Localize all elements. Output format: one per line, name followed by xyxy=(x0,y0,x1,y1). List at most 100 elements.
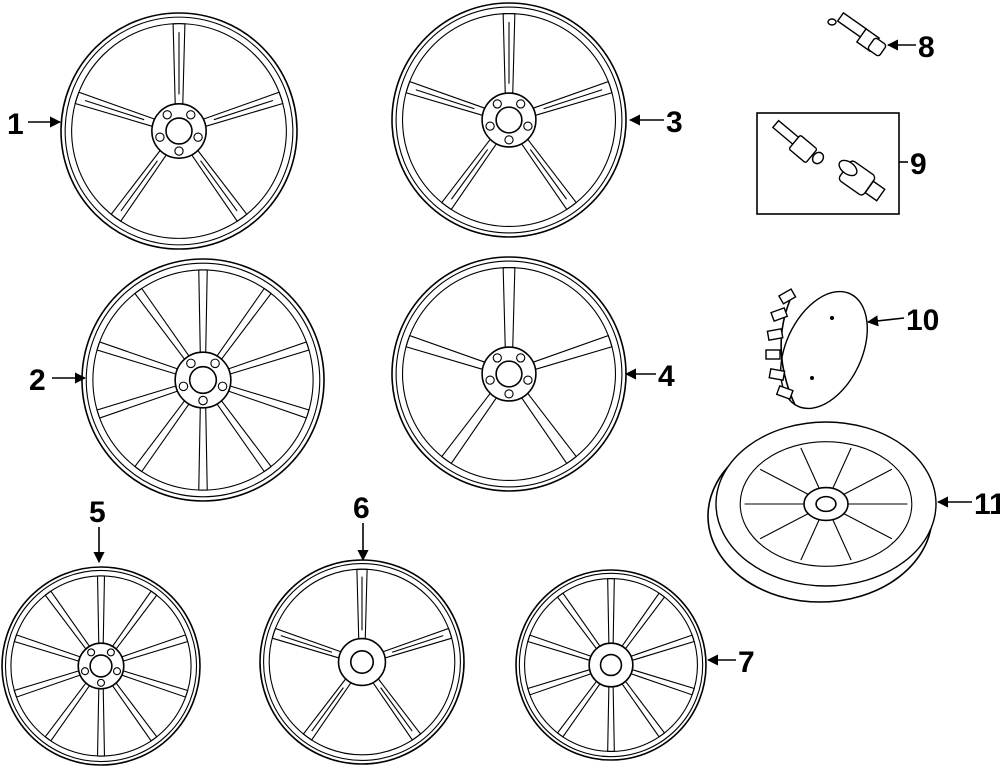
wheel-2[interactable] xyxy=(81,258,325,502)
lug-hole xyxy=(193,132,203,142)
wheel-spoke xyxy=(228,341,310,375)
wheel-spoke xyxy=(441,393,497,465)
wheel-hub xyxy=(803,486,849,522)
wheel-spoke xyxy=(405,80,486,116)
wheel-spoke xyxy=(203,91,284,127)
lug-hole xyxy=(485,121,495,131)
wheel-3[interactable] xyxy=(391,2,627,238)
lug-hole xyxy=(96,678,106,687)
wheel-spoke xyxy=(112,682,158,742)
center-cap[interactable] xyxy=(763,278,884,423)
lug-hole xyxy=(162,110,172,120)
wheel-spoke xyxy=(832,447,852,489)
lug-hole xyxy=(186,110,196,120)
callout-5: 5 xyxy=(89,496,106,529)
wheel-spoke xyxy=(96,341,178,375)
wheel-spoke xyxy=(112,590,158,650)
wheel-hub xyxy=(588,642,634,688)
wheel-spoke xyxy=(134,400,190,473)
wheel-spoke xyxy=(800,447,820,489)
wheel-hub xyxy=(77,642,125,690)
wheel-spoke xyxy=(630,634,695,661)
callout-7: 7 xyxy=(738,646,755,679)
wheel-spoke xyxy=(372,678,422,741)
wheel-hub xyxy=(481,92,537,148)
wheel-spoke xyxy=(228,385,310,419)
wheel-1[interactable] xyxy=(60,12,298,250)
wheel-spoke xyxy=(502,12,516,94)
wheel-hub xyxy=(337,637,387,687)
wheel-spoke xyxy=(198,269,208,353)
wheel-hub xyxy=(481,346,537,402)
lug-hole xyxy=(516,353,526,363)
callout-1: 1 xyxy=(7,108,24,141)
wheel-center-bore xyxy=(815,495,837,513)
lug-hole xyxy=(186,358,196,369)
callout-leaders xyxy=(28,39,972,666)
lug-hole xyxy=(217,381,228,392)
lug-hole xyxy=(485,375,495,385)
wheel-spoke xyxy=(532,80,613,116)
wheel-7[interactable] xyxy=(515,569,707,761)
wheel-spoke xyxy=(13,634,81,662)
wheel-spoke xyxy=(191,150,248,222)
wheel-spoke xyxy=(521,139,577,211)
wheel-4[interactable] xyxy=(391,256,627,492)
wheel-spoke xyxy=(382,627,453,659)
wheel-center-bore xyxy=(599,653,623,677)
wheel-spoke xyxy=(96,575,106,644)
wheel-spoke xyxy=(527,669,592,696)
lug-hole xyxy=(174,146,184,156)
wheel-center-bore xyxy=(349,649,375,675)
wheel-spoke xyxy=(843,468,893,495)
wheel-center-bore xyxy=(495,106,523,134)
wheel-spoke xyxy=(110,150,167,222)
lug-hole xyxy=(523,375,533,385)
wheel-spoke xyxy=(759,468,809,495)
wheel-spoke xyxy=(96,688,106,757)
valve-stem[interactable] xyxy=(827,11,887,57)
wheel-spoke xyxy=(302,678,352,741)
spare-tire-wheel[interactable] xyxy=(707,421,937,603)
callout-labels: 1 2 3 4 5 6 7 8 9 10 11 xyxy=(7,31,1000,679)
wheel-spoke xyxy=(759,513,809,540)
lug-hole xyxy=(106,648,115,657)
lug-hole xyxy=(492,353,502,363)
wheel-spoke xyxy=(198,407,208,491)
wheel-spoke xyxy=(607,686,615,753)
callout-6: 6 xyxy=(353,492,370,525)
lug-hole xyxy=(504,389,514,399)
wheel-spoke xyxy=(216,400,272,473)
wheel-spoke xyxy=(441,139,497,211)
lug-hole xyxy=(80,667,90,676)
wheel-spoke xyxy=(532,334,613,370)
wheel-center-bore xyxy=(188,365,218,395)
wheel-center-bore xyxy=(89,654,113,678)
lug-hole xyxy=(516,99,526,109)
wheel-spoke xyxy=(800,519,820,561)
callout-4: 4 xyxy=(658,360,675,393)
wheel-6[interactable] xyxy=(259,559,465,765)
wheel-spoke xyxy=(13,670,81,698)
wheel-spoke xyxy=(556,681,601,738)
lug-hole xyxy=(523,121,533,131)
wheel-5[interactable] xyxy=(1,566,201,766)
wheel-spoke xyxy=(527,634,592,661)
wheel-center-bore xyxy=(165,117,193,145)
wheel-hub xyxy=(151,103,207,159)
wheel-spoke xyxy=(843,513,893,540)
callout-9: 9 xyxy=(910,148,927,181)
wheel-spoke xyxy=(607,577,615,644)
lug-hole xyxy=(178,381,189,392)
wheel-spoke xyxy=(121,634,189,662)
wheel-spoke xyxy=(44,682,90,742)
wheel-spoke xyxy=(271,627,342,659)
wheel-spoke xyxy=(621,592,666,649)
wheel-spoke xyxy=(172,23,186,105)
wheel-spoke xyxy=(832,519,852,561)
valve-stem-kit[interactable] xyxy=(756,112,900,215)
wheel-spoke xyxy=(96,385,178,419)
lug-hole xyxy=(87,648,96,657)
lug-hole xyxy=(112,667,122,676)
